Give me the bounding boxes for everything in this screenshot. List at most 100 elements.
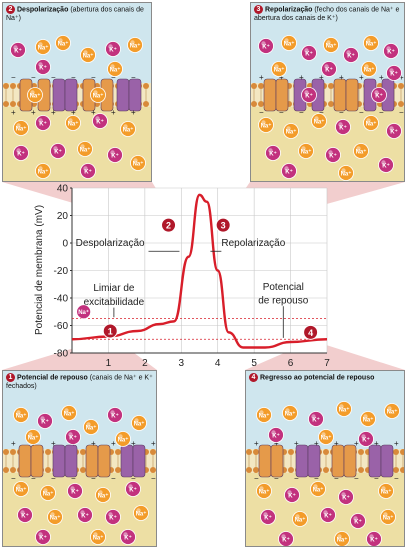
ion-sphere xyxy=(80,163,96,179)
lipid-head xyxy=(45,467,51,473)
ion-sphere xyxy=(131,415,147,431)
ion-highlight xyxy=(95,116,100,121)
ion-highlight xyxy=(259,410,264,415)
potassium-ion: K⁺ xyxy=(371,87,387,103)
ion-sphere xyxy=(350,513,366,529)
ion-highlight xyxy=(16,148,21,153)
ion-label: Na⁺ xyxy=(321,434,332,441)
potassium-ion: K⁺ xyxy=(10,42,26,58)
ion-label: K⁺ xyxy=(109,514,117,521)
ion-highlight xyxy=(328,150,333,155)
marker-number: 3 xyxy=(221,221,226,231)
ion-sphere xyxy=(282,405,298,421)
ion-sphere xyxy=(25,429,41,445)
lipid-head xyxy=(10,101,16,107)
ion-label: K⁺ xyxy=(329,152,337,159)
charge-sign: + xyxy=(334,439,339,448)
ion-label: K⁺ xyxy=(362,436,370,443)
ion-highlight xyxy=(50,512,55,517)
ion-sphere xyxy=(65,115,81,131)
lipid-head xyxy=(258,101,264,107)
potassium-channel xyxy=(120,444,146,478)
ion-highlight xyxy=(366,38,371,43)
lipid-head xyxy=(398,101,404,107)
sodium-ion: Na⁺ xyxy=(338,165,354,181)
x-tick-label: 4 xyxy=(215,358,221,369)
ion-sphere xyxy=(353,143,369,159)
lipid-head xyxy=(80,467,86,473)
ion-label: Na⁺ xyxy=(110,66,121,73)
sodium-ion: Na⁺ xyxy=(130,155,146,171)
ion-sphere xyxy=(13,407,29,423)
ion-sphere xyxy=(271,61,287,77)
ion-highlight xyxy=(68,432,73,437)
channel-subunit xyxy=(343,444,357,478)
potassium-ion: K⁺ xyxy=(77,507,93,523)
potassium-ion: K⁺ xyxy=(320,507,336,523)
sodium-ion: Na⁺ xyxy=(310,481,326,497)
potassium-ion: K⁺ xyxy=(260,509,276,525)
ion-sphere xyxy=(65,429,81,445)
ion-label: K⁺ xyxy=(324,512,332,519)
sodium-ion: Na⁺ xyxy=(271,61,287,77)
lipid-head xyxy=(398,83,404,89)
ion-label: Na⁺ xyxy=(58,40,69,47)
ion-sphere xyxy=(37,413,53,429)
ion-highlight xyxy=(366,118,371,123)
ion-sphere xyxy=(283,123,299,139)
channel-subunit xyxy=(132,444,146,478)
ion-sphere xyxy=(292,511,308,527)
ion-label: Na⁺ xyxy=(50,514,61,521)
label-threshold-line2: excitabilidade xyxy=(84,297,145,308)
charge-sign: + xyxy=(254,439,259,448)
x-tick-label: 1 xyxy=(106,358,112,369)
ion-highlight xyxy=(64,408,69,413)
sodium-ion: Na⁺ xyxy=(311,113,327,129)
ion-highlight xyxy=(304,48,309,53)
ion-sphere xyxy=(80,47,96,63)
sodium-ion: Na⁺ xyxy=(334,531,350,546)
lipid-head xyxy=(253,449,259,455)
ion-label: K⁺ xyxy=(14,47,22,54)
ion-label: K⁺ xyxy=(84,168,92,175)
ion-label: K⁺ xyxy=(54,148,62,155)
ion-sphere xyxy=(35,115,51,131)
sodium-ion: Na⁺ xyxy=(35,39,51,55)
ion-label: Na⁺ xyxy=(98,492,109,499)
ion-highlight xyxy=(341,168,346,173)
sodium-channel xyxy=(19,78,51,112)
charge-sign: − xyxy=(274,474,279,483)
ion-highlight xyxy=(369,534,374,539)
charge-sign: − xyxy=(31,73,36,82)
potassium-channel xyxy=(52,78,78,112)
charge-sign: + xyxy=(319,73,324,82)
ion-highlight xyxy=(287,490,292,495)
sodium-ion: Na⁺ xyxy=(83,419,99,435)
caption-title: Repolarização xyxy=(265,6,313,14)
label-resting-line2: de repouso xyxy=(258,296,308,307)
sodium-channel xyxy=(331,444,357,478)
ion-label: Na⁺ xyxy=(130,42,141,49)
panel-resting-potential: +−+−+−+−+−+−+−+−Na⁺K⁺Na⁺Na⁺K⁺Na⁺Na⁺K⁺Na⁺… xyxy=(2,370,157,547)
ion-label: Na⁺ xyxy=(339,406,350,413)
ion-label: K⁺ xyxy=(342,494,350,501)
charge-sign: − xyxy=(11,73,16,82)
ion-sphere xyxy=(35,529,51,545)
ion-sphere xyxy=(298,143,314,159)
channel-subunit xyxy=(64,78,78,112)
membrane-illustration-repolarization: +−+−+−+−+−+−+−+−K⁺Na⁺K⁺Na⁺K⁺Na⁺K⁺Na⁺K⁺Na… xyxy=(251,3,404,181)
ion-label: K⁺ xyxy=(71,488,79,495)
ion-label: Na⁺ xyxy=(83,52,94,59)
ion-label: Na⁺ xyxy=(356,148,367,155)
ion-sphere xyxy=(378,483,394,499)
ion-sphere xyxy=(301,45,317,61)
potassium-ion: K⁺ xyxy=(338,489,354,505)
ion-sphere xyxy=(67,483,83,499)
channel-subunit xyxy=(97,444,111,478)
charge-sign: + xyxy=(354,439,359,448)
potassium-ion: K⁺ xyxy=(107,407,123,423)
lipid-head xyxy=(3,449,9,455)
ion-sphere xyxy=(310,481,326,497)
sodium-channel xyxy=(258,444,284,478)
